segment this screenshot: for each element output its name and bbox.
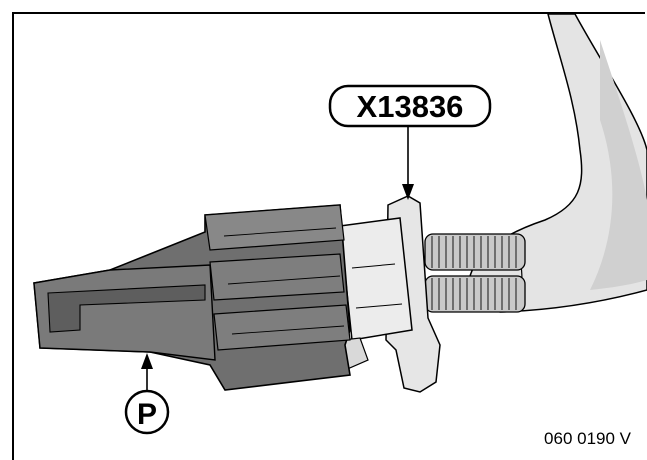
- plug-rib-channel: [47, 284, 206, 333]
- callout-p: P: [124, 353, 170, 435]
- figure-frame: [12, 12, 645, 460]
- plug-grip-top: [204, 204, 345, 251]
- callout-p-label: P: [137, 398, 157, 431]
- figure-number: 060 0190 V: [544, 429, 631, 448]
- callout-x13836: X13836: [328, 84, 492, 200]
- callout-p-arrowhead: [141, 353, 153, 369]
- wire-tube-upper: [424, 233, 526, 271]
- housing-sleeve-shade: [590, 40, 647, 290]
- plug-grip-mid: [209, 253, 345, 301]
- wire-tube-lower: [424, 275, 526, 313]
- callout-x13836-label: X13836: [357, 89, 464, 124]
- callout-p-circle: [124, 389, 170, 435]
- callout-x13836-arrowhead: [402, 184, 414, 200]
- socket-body: [339, 217, 413, 341]
- callout-x13836-box: [328, 84, 492, 128]
- plug-grip-low: [213, 304, 351, 351]
